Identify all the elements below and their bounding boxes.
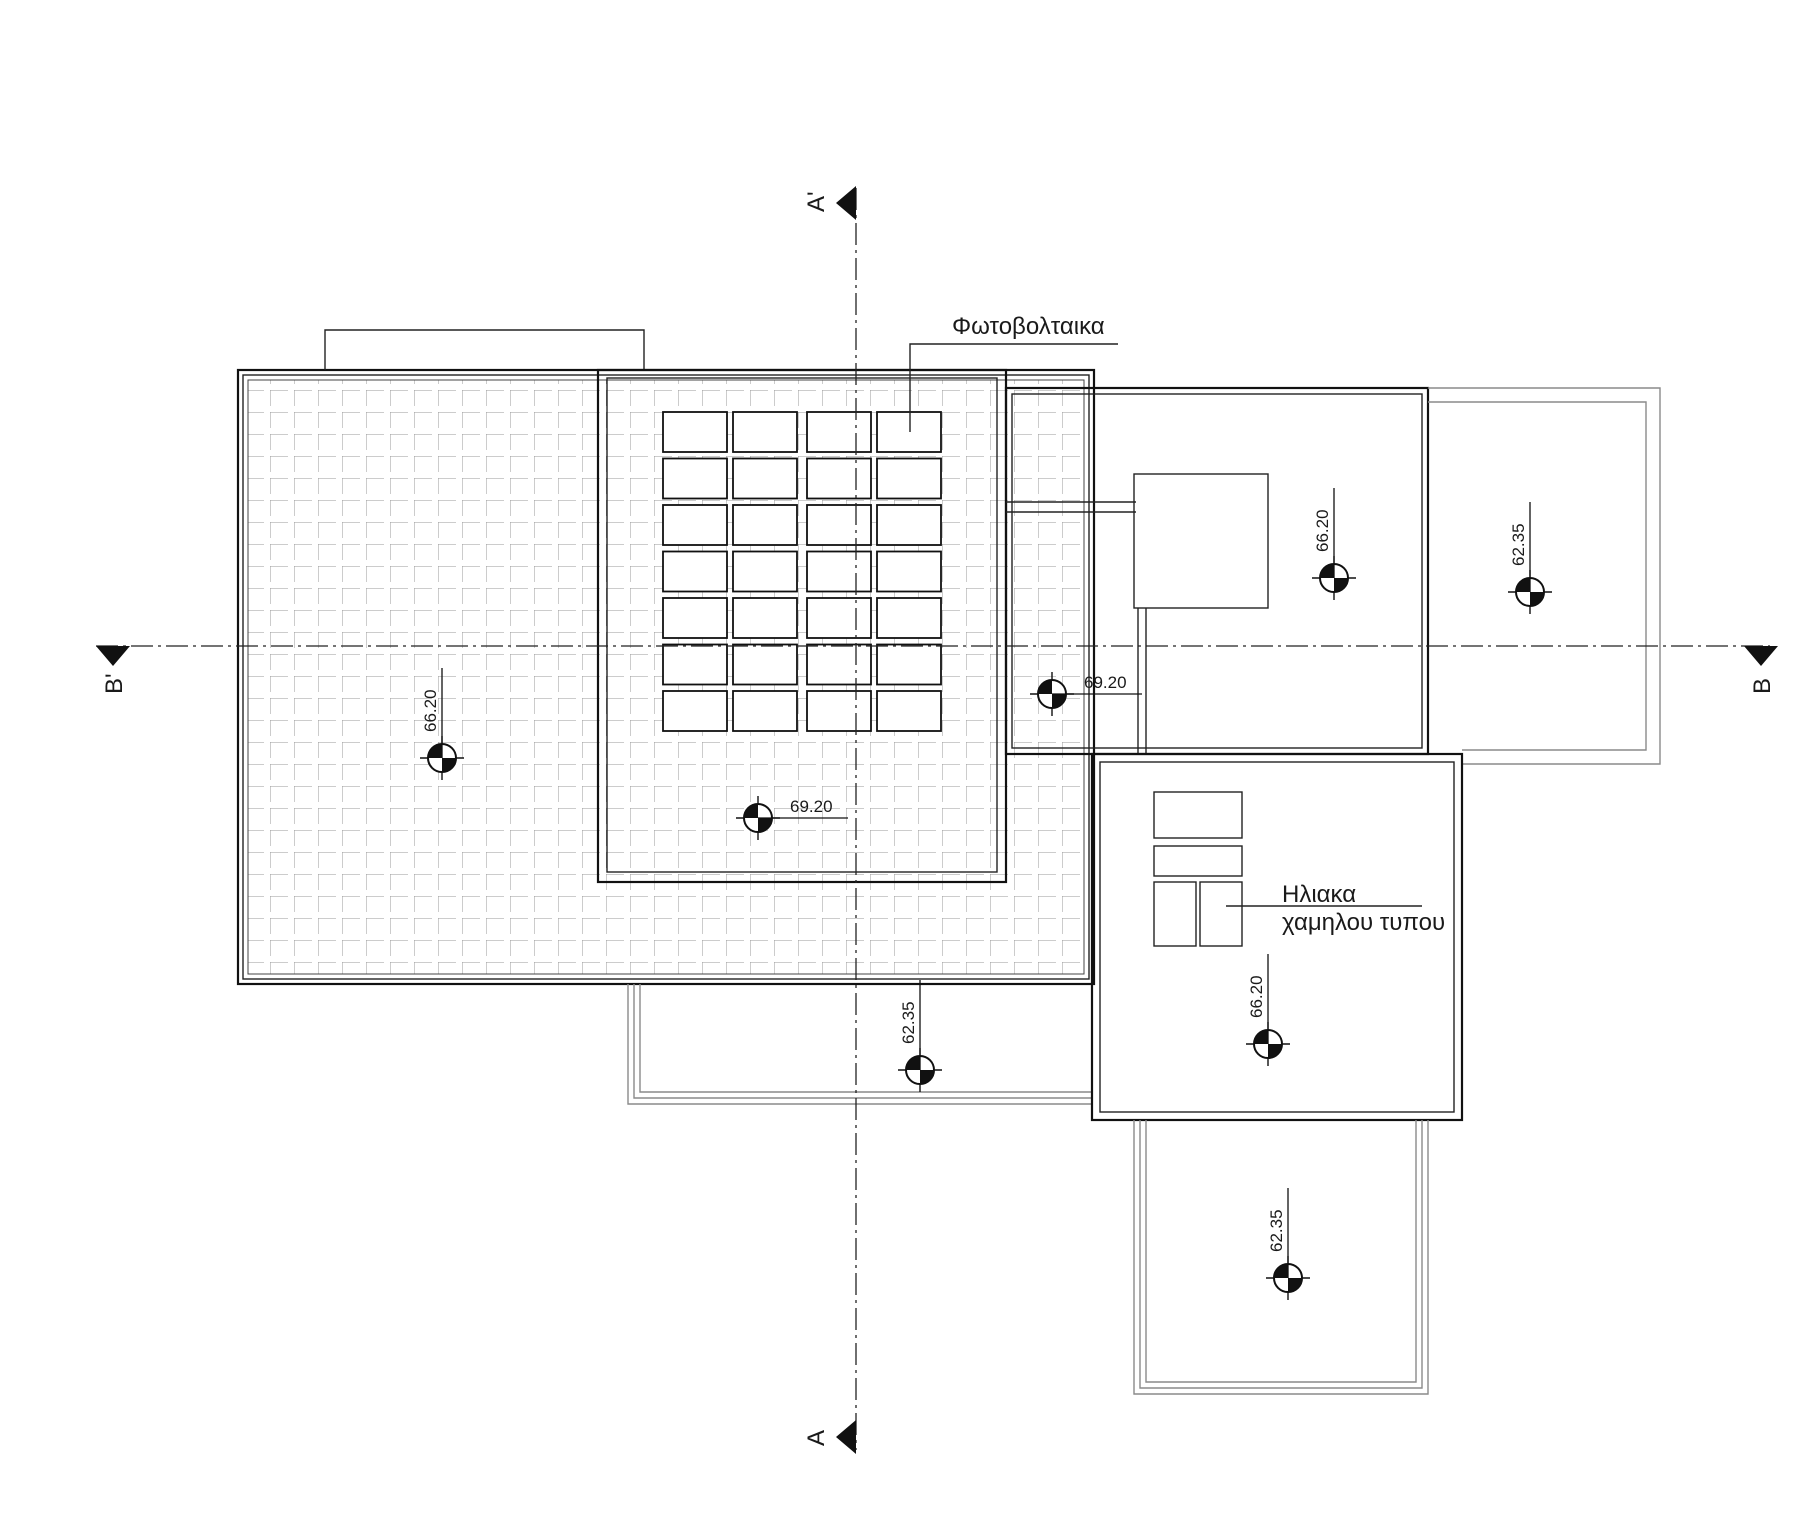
pv-panel <box>806 550 872 593</box>
pv-panel <box>876 504 942 546</box>
pv-panel <box>806 504 872 546</box>
pv-panel <box>806 597 872 639</box>
elevation-marker-east-terrace: 62.35 <box>1508 502 1552 614</box>
elevation-label: 62.35 <box>899 1001 918 1044</box>
pv-panel <box>662 643 728 686</box>
section-mark-a-bottom: A <box>803 1430 830 1446</box>
pv-panel <box>732 504 798 546</box>
pv-panel <box>662 411 728 453</box>
elevation-label: 69.20 <box>1084 673 1127 692</box>
elevation-label: 69.20 <box>790 797 833 816</box>
pv-panel <box>876 457 942 500</box>
pv-panel <box>732 457 798 500</box>
elevation-label: 62.35 <box>1509 523 1528 566</box>
pv-panel <box>876 597 942 639</box>
pv-panel <box>662 690 728 732</box>
section-mark-b-left: B' <box>101 673 128 694</box>
skylight-box <box>1133 473 1269 609</box>
elevation-marker-solar-roof: 66.20 <box>1246 954 1290 1066</box>
solar-heaters-label-group: Ηλιακα χαμηλου τυπου <box>1226 881 1445 936</box>
elevation-label: 62.35 <box>1267 1209 1286 1252</box>
elevation-label: 66.20 <box>1247 975 1266 1018</box>
section-mark-a-top: A' <box>803 191 830 212</box>
pv-panel <box>732 550 798 593</box>
pv-panel <box>876 643 942 686</box>
pv-panel <box>732 690 798 732</box>
pv-panel <box>662 457 728 500</box>
pv-panel <box>732 411 798 453</box>
pv-panel <box>806 457 872 500</box>
photovoltaics-label: Φωτοβολταικα <box>952 313 1105 340</box>
pv-roof-block <box>596 368 1008 884</box>
elevation-markers: 66.20 69.20 69.20 66.20 62.35 62.35 66.20 62.35 <box>420 488 1552 1300</box>
elevation-marker-south-terrace: 62.35 <box>898 980 942 1092</box>
section-axis-b: B' B <box>96 645 1778 694</box>
pv-panel <box>876 411 942 453</box>
pv-panel <box>876 550 942 593</box>
solar-roof-block <box>1090 752 1464 1122</box>
pv-panel <box>662 597 728 639</box>
east-terrace <box>1428 387 1661 765</box>
pv-panel <box>806 411 872 453</box>
pv-panel <box>876 690 942 732</box>
pv-panel <box>806 643 872 686</box>
section-axis-a: A' A <box>803 186 857 1454</box>
photovoltaic-panels <box>662 411 942 732</box>
pv-panel <box>732 643 798 686</box>
photovoltaics-label-group: Φωτοβολταικα <box>909 313 1118 432</box>
pv-panel <box>662 504 728 546</box>
pv-panel <box>806 690 872 732</box>
elevation-marker-pv-roof: 69.20 <box>736 796 848 840</box>
elevation-label: 66.20 <box>421 689 440 732</box>
solar-collectors <box>1153 791 1243 947</box>
solar-heaters-label-line2: χαμηλου τυπου <box>1282 909 1445 936</box>
elevation-marker-main-roof: 66.20 <box>420 668 464 780</box>
elevation-marker-corridor-roof: 69.20 <box>1030 672 1142 716</box>
pv-panel <box>662 550 728 593</box>
section-mark-b-right: B <box>1749 678 1776 694</box>
elevation-label: 66.20 <box>1313 509 1332 552</box>
south-terrace <box>627 984 1092 1105</box>
solar-heaters-label-line1: Ηλιακα <box>1282 881 1356 908</box>
bottom-terrace <box>1133 1120 1429 1395</box>
elevation-marker-bottom-terrace: 62.35 <box>1266 1188 1310 1300</box>
elevation-marker-east-roof: 66.20 <box>1312 488 1356 600</box>
pv-panel <box>732 597 798 639</box>
